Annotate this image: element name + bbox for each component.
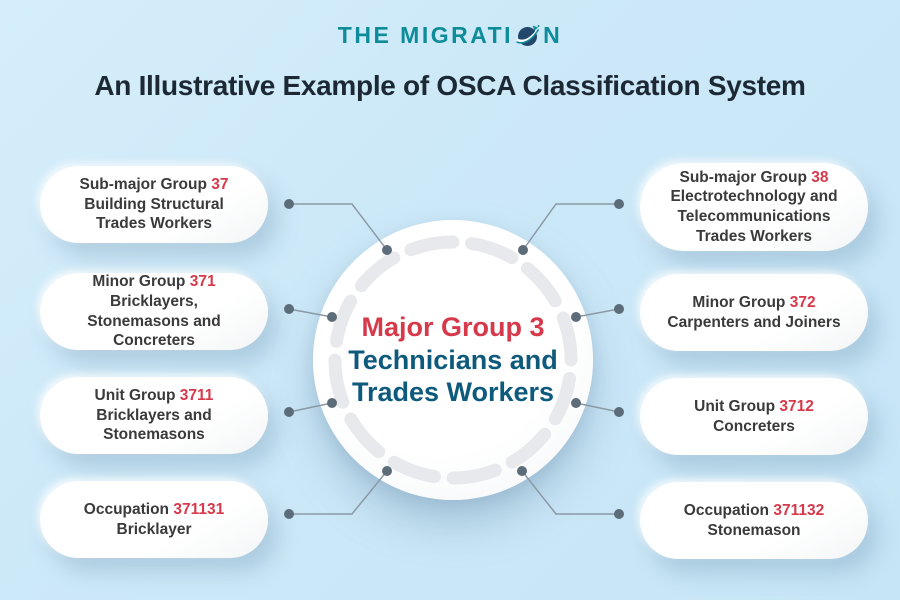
node-code: 372 (789, 293, 816, 311)
connector-dot (284, 304, 294, 314)
node-label: Stonemason (707, 521, 801, 539)
circle-title-code: Major Group 3 (361, 311, 545, 342)
node-label: Bricklayers, Stonemasons and Concreters (87, 292, 221, 350)
node-minor-371: Minor Group 371 Bricklayers, Stonemasons… (40, 273, 268, 350)
connector-dot (284, 509, 294, 519)
circle-text: Major Group 3 Technicians and Trades Wor… (313, 220, 593, 500)
brand-text-right: N (543, 22, 563, 48)
node-label: Sub-major Group (79, 175, 212, 193)
node-unit-3711: Unit Group 3711 Bricklayers and Stonemas… (40, 377, 268, 454)
node-label: Bricklayer (116, 520, 192, 538)
brand-logo: THE MIGRATI N (0, 22, 900, 49)
node-submajor-38: Sub-major Group 38 Electrotechnology and… (640, 163, 868, 251)
node-code: 371131 (173, 500, 225, 518)
brand-text-left: THE MIGRATI (337, 22, 514, 48)
circle-dashed-ring (328, 235, 578, 485)
node-label: Sub-major Group (679, 168, 812, 186)
connector-dot (614, 304, 624, 314)
node-unit-3712: Unit Group 3712 Concreters (640, 378, 868, 455)
node-label: Building Structural Trades Workers (84, 195, 224, 233)
node-code: 3711 (179, 386, 214, 404)
node-submajor-37: Sub-major Group 37 Building Structural T… (40, 166, 268, 243)
node-label: Bricklayers and Stonemasons (96, 406, 212, 444)
node-occupation-371131: Occupation 371131 Bricklayer (40, 481, 268, 558)
node-label: Minor Group (692, 293, 790, 311)
node-label: Electrotechnology and Telecommunications… (670, 188, 838, 245)
node-code: 371132 (773, 501, 825, 519)
node-label: Unit Group (694, 397, 780, 415)
node-code: 3712 (779, 397, 814, 415)
connector-dot (614, 509, 624, 519)
node-label: Minor Group (92, 273, 190, 291)
connector-dot (284, 199, 294, 209)
node-occupation-371132: Occupation 371132 Stonemason (640, 482, 868, 559)
connector-dot (614, 407, 624, 417)
major-group-circle: Major Group 3 Technicians and Trades Wor… (313, 220, 593, 500)
node-label: Unit Group (94, 386, 180, 404)
node-code: 371 (189, 273, 216, 291)
connector-dot (284, 407, 294, 417)
connector-dot (614, 199, 624, 209)
node-label: Occupation (83, 500, 174, 518)
node-label: Concreters (713, 417, 795, 435)
node-minor-372: Minor Group 372 Carpenters and Joiners (640, 274, 868, 351)
circle-title-name: Technicians and Trades Workers (348, 344, 558, 408)
node-code: 38 (811, 168, 829, 186)
globe-plane-icon (516, 24, 540, 46)
node-label: Carpenters and Joiners (667, 313, 841, 331)
node-code: 37 (211, 175, 229, 193)
page-title: An Illustrative Example of OSCA Classifi… (94, 70, 806, 101)
node-label: Occupation (683, 501, 774, 519)
